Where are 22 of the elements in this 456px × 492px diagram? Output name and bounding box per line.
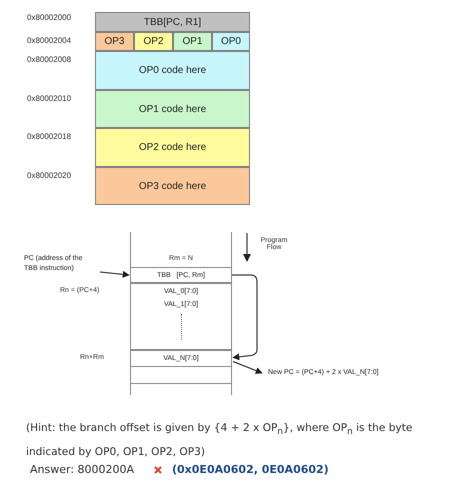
arrow [232,274,258,360]
address-label: 0x80002008 [27,55,72,64]
code-block: OP1 code here [95,90,250,128]
address-label: 0x80002010 [27,94,72,103]
table-cell: OP0 [212,32,250,51]
hint-text: (Hint: the branch offset is given by {4 + 2 x OP$_{n}$}, where OP$_{n}$ is the byte indicated by OP0, OP1, OP2, OP3) [26,421,414,460]
address-label: 0x80002004 [27,36,72,45]
address-label: 0x80002018 [27,132,72,141]
correct-answer-text: (0x0E0A0602, 0E0A0602) [172,463,329,476]
code-block: OP2 code here [95,128,250,167]
table-cell: OP2 [134,32,173,51]
table-cell: OP3 [95,32,134,51]
code-block: OP3 code here [95,167,250,205]
memory-cell [131,283,231,350]
code-block: OP0 code here [95,51,250,90]
address-label: 0x80002000 [27,13,72,22]
arrow [100,270,130,278]
arrow [232,361,263,374]
instruction-cell: TBB[PC, R1] [95,12,250,32]
answer-text: Answer: 8000200A [30,463,134,476]
table-cell: OP1 [173,32,212,51]
address-label: 0x80002020 [27,171,72,180]
